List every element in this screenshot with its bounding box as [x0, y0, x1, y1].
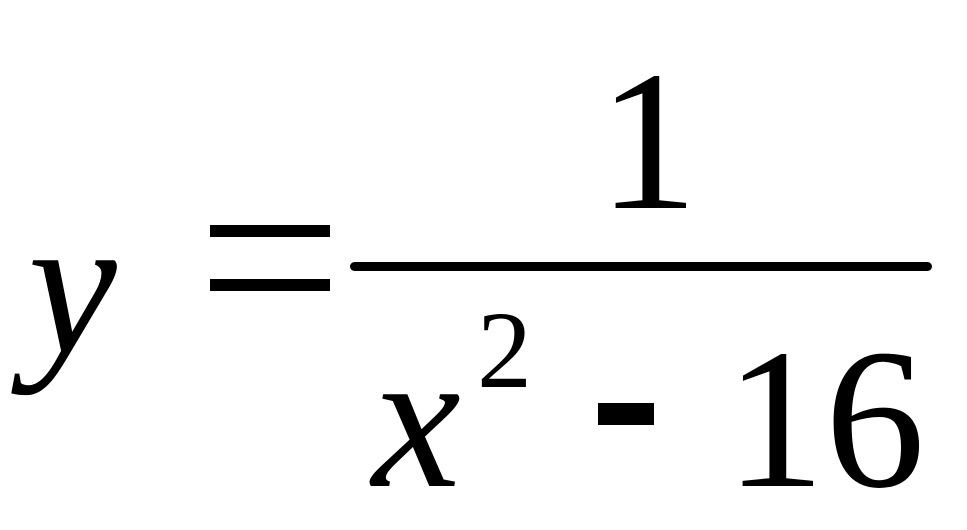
lhs-variable-y: y: [28, 175, 117, 396]
numerator: 1: [598, 31, 698, 252]
minus-sign: [598, 403, 654, 425]
denominator-constant: 16: [725, 309, 925, 530]
equals-sign: [210, 225, 330, 291]
denominator-variable-x: x: [372, 309, 461, 530]
fraction-bar: [350, 262, 932, 271]
exponent: 2: [477, 289, 532, 411]
equals-bar-bottom: [210, 279, 330, 291]
equals-bar-top: [210, 225, 330, 237]
formula: y 1 x 2 16: [28, 31, 932, 530]
